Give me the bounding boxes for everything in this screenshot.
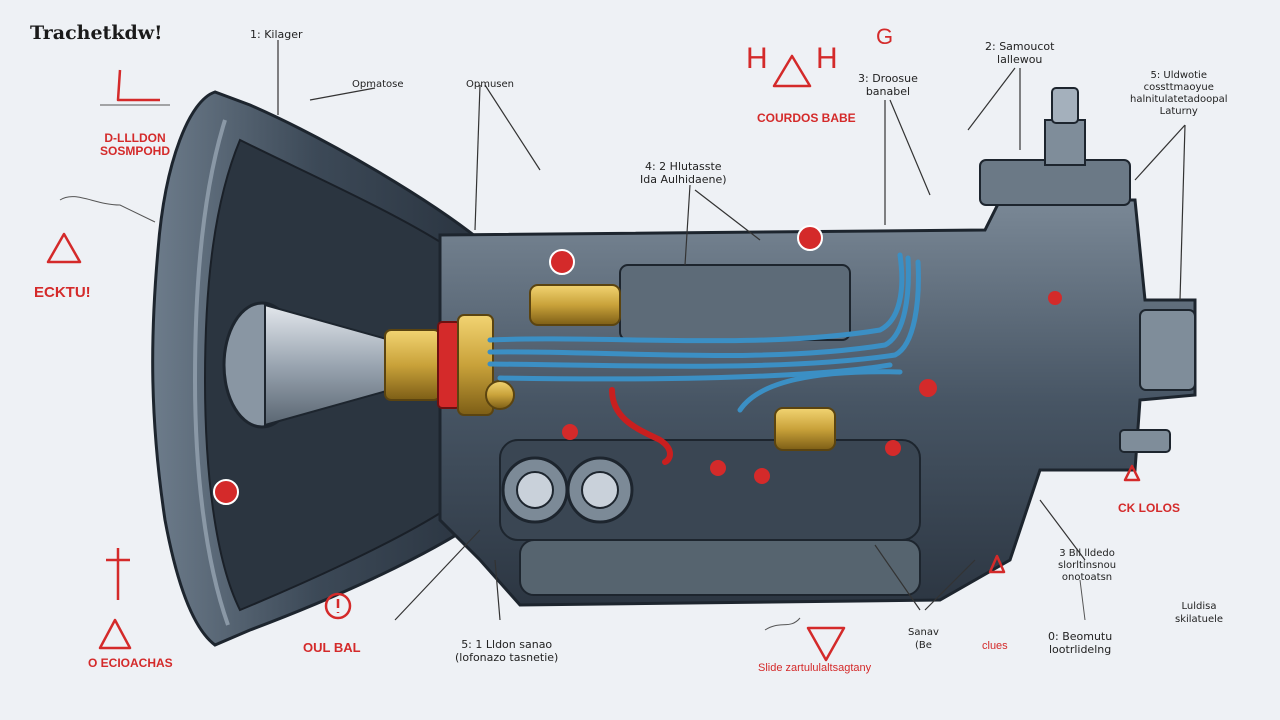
label-tuldisa-line2: skilatuele xyxy=(1175,614,1224,625)
warning-plugs xyxy=(213,225,1062,505)
label-samoucot-line1: 2: Samoucot xyxy=(985,40,1055,53)
label-sanav: Sanav (Be xyxy=(908,626,939,652)
label-bll-line2: slorltinsnou xyxy=(1058,560,1117,571)
label-bll-line3: onotoatsn xyxy=(1061,572,1113,583)
label-sanav-line1: Sanav xyxy=(908,627,939,638)
warning-slide: Slide zartululaltsagtany xyxy=(758,662,872,674)
label-uldwotie-line4: Laturny xyxy=(1159,106,1198,117)
label-bll: 3 Bll lldedo slorltinsnou onotoatsn xyxy=(1058,548,1116,584)
label-lldon-line1: 5: 1 Lldon sanao xyxy=(461,638,553,651)
label-uldwotie-line1: 5: Uldwotie xyxy=(1150,70,1207,81)
label-kilager: 1: Kilager xyxy=(250,28,303,41)
label-lldon: 5: 1 Lldon sanao (lofonazo tasnetie) xyxy=(455,638,558,664)
input-shaft xyxy=(222,284,836,451)
label-opmusen: Opmusen xyxy=(466,79,514,90)
fluid-lines xyxy=(487,252,921,413)
warning-h-right: H xyxy=(816,42,838,75)
warning-sketches xyxy=(46,54,1141,662)
diagram-title: Trachetkdw! xyxy=(30,22,163,44)
transmission-case xyxy=(438,87,1197,607)
label-uldwotie: 5: Uldwotie cossttmaoyue halnitulatetado… xyxy=(1130,70,1228,118)
red-hose xyxy=(609,387,673,465)
warning-couroos: COURDOS BABE xyxy=(757,111,856,125)
warning-h-left: H xyxy=(746,42,768,75)
label-droosue-line2: banabel xyxy=(865,85,911,98)
callout-lines xyxy=(277,40,1186,621)
warning-g-mark: G xyxy=(876,24,894,49)
label-lldon-line2: (lofonazo tasnetie) xyxy=(455,651,559,664)
label-droosue-line1: 3: Droosue xyxy=(858,72,918,85)
label-hlutasste-line1: 4: 2 Hlutasste xyxy=(644,160,722,173)
label-beomutu-line2: lootrlidelng xyxy=(1048,643,1112,656)
warning-d-lldon: D-LLLDON SOSMPOHD xyxy=(100,132,170,158)
label-beomutu-line1: 0: Beomutu xyxy=(1048,630,1113,643)
label-samoucot: 2: Samoucot lallewou xyxy=(985,40,1054,66)
warning-clues: clues xyxy=(982,640,1008,652)
label-uldwotie-line2: cossttmaoyue xyxy=(1143,82,1214,93)
label-opmatose: Opmatose xyxy=(352,79,404,90)
label-hlutasste-line2: Ida Aulhidaene) xyxy=(640,173,727,186)
label-tuldisa-line1: Luldisa xyxy=(1181,601,1217,612)
label-samoucot-line2: lallewou xyxy=(997,53,1043,66)
label-droosue: 3: Droosue banabel xyxy=(858,72,918,98)
label-hlutasste: 4: 2 Hlutasste Ida Aulhidaene) xyxy=(640,160,727,186)
warning-ecktu: ECKTU! xyxy=(34,284,91,301)
warning-d-lldon-line2: SOSMPOHD xyxy=(100,144,171,158)
warning-ecioachas: O ECIOACHAS xyxy=(88,656,173,670)
label-beomutu: 0: Beomutu lootrlidelng xyxy=(1048,630,1112,656)
label-sanav-line2: (Be xyxy=(914,640,932,651)
label-bll-line1: 3 Bll lldedo xyxy=(1059,548,1115,559)
label-tuldisa: Luldisa skilatuele xyxy=(1175,600,1223,626)
warning-ck-lou: CK LOLOS xyxy=(1118,501,1180,515)
warning-oil: OUL BAL xyxy=(303,640,361,655)
label-uldwotie-line3: halnitulatetadoopal xyxy=(1130,94,1228,105)
warning-d-lldon-line1: D-LLLDON xyxy=(104,131,166,145)
sketch-marks xyxy=(59,104,1086,631)
